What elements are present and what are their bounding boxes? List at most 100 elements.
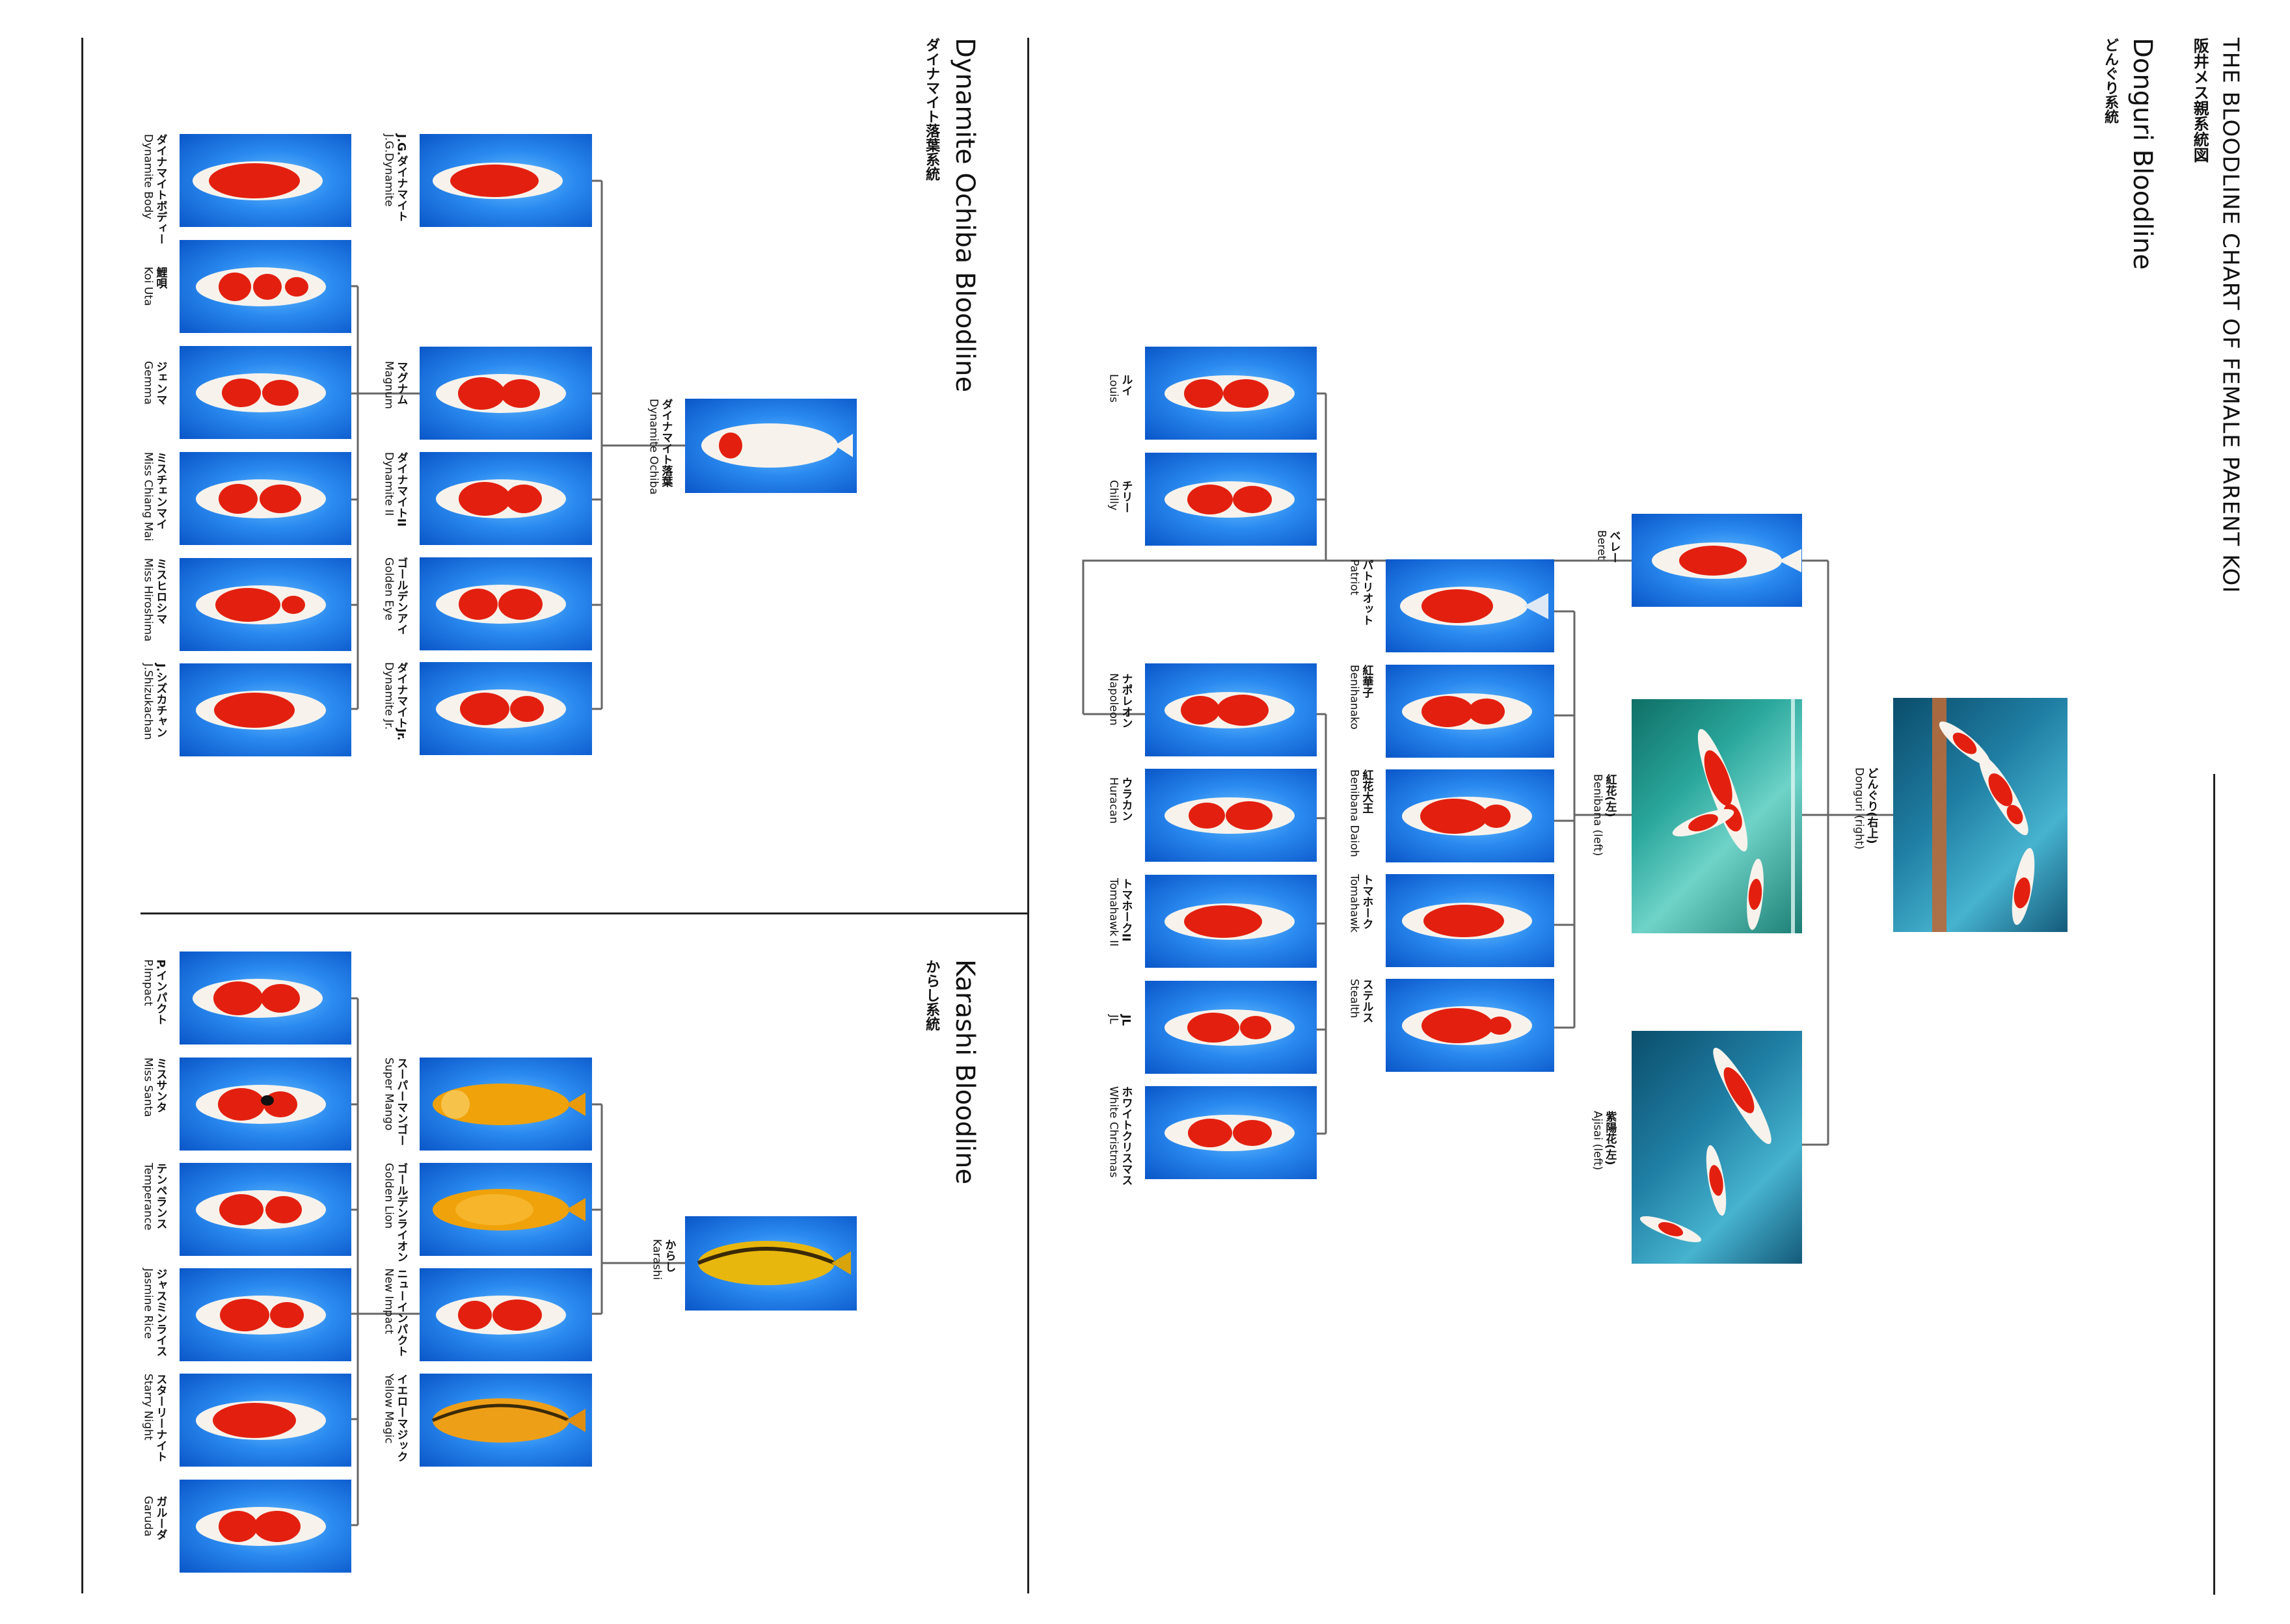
koi-node-garuda[interactable]: [180, 1480, 351, 1573]
chart-title: THE BLOODLINE CHART OF FEMALE PARENT KOI: [2217, 38, 2244, 594]
chart-subtitle-jp: 阪井メス親系統図: [2190, 38, 2209, 163]
kohaku-koi-icon: [196, 1507, 326, 1546]
kohaku-koi-icon: [1706, 1145, 1727, 1216]
koi-photo-dynamite2: [420, 452, 592, 545]
koi-node-jshizukachan[interactable]: [180, 663, 351, 756]
koi-photo-tomahawk2: [1145, 875, 1317, 968]
koi-node-pimpact[interactable]: [180, 952, 351, 1045]
koi-photo-supermango: [420, 1058, 592, 1151]
koi-node-patriot[interactable]: [1386, 559, 1554, 652]
koi-photo-tomahawk: [1386, 874, 1554, 967]
kohaku-koi-icon: [1402, 903, 1532, 939]
koi-node-misssanta[interactable]: [180, 1058, 351, 1151]
kohaku-koi-icon: [196, 267, 326, 306]
koi-node-dynamitejr[interactable]: [420, 662, 592, 755]
koi-photo-dynamitebody: [180, 134, 351, 227]
right-border-line: [2213, 774, 2215, 1595]
koi-node-newimpact[interactable]: [420, 1268, 592, 1361]
koi-node-goldeneye[interactable]: [420, 557, 592, 650]
kohaku-koi-icon: [1747, 859, 1764, 930]
koi-photo-jl: [1145, 981, 1317, 1074]
koi-node-dynamite2[interactable]: [420, 452, 592, 545]
koi-photo-temperance: [180, 1163, 351, 1256]
koi-node-stealth[interactable]: [1386, 979, 1554, 1072]
kohaku-koi-icon: [436, 689, 566, 728]
koi-node-benibanadaioh[interactable]: [1386, 769, 1554, 862]
kohaku-koi-icon: [1402, 693, 1532, 730]
koi-node-chilly[interactable]: [1145, 453, 1317, 546]
divider-vertical-center: [1027, 38, 1029, 1593]
koi-node-benihanako[interactable]: [1386, 665, 1554, 758]
kohaku-koi-icon: [436, 1296, 566, 1335]
koi-node-tomahawk2[interactable]: [1145, 875, 1317, 968]
koi-label-ajisai: 紫陽花(左)Ajisai (left): [1591, 1111, 1617, 1171]
koi-photo-chilly: [1145, 453, 1317, 546]
koi-node-temperance[interactable]: [180, 1163, 351, 1256]
kohaku-koi-icon: [1672, 808, 1734, 837]
koi-photo-magnum: [420, 347, 592, 440]
kohaku-koi-icon: [1402, 797, 1532, 836]
koi-node-jgdynamite[interactable]: [420, 134, 592, 227]
koi-node-benibana[interactable]: [1632, 699, 1802, 933]
kohaku-koi-icon: [1165, 903, 1295, 940]
koi-node-louis[interactable]: [1145, 347, 1317, 440]
koi-node-napoleon[interactable]: [1145, 663, 1317, 756]
divider-vertical-left: [81, 38, 83, 1593]
koi-node-yellowmagic[interactable]: [420, 1374, 592, 1467]
koi-node-huracan[interactable]: [1145, 769, 1317, 862]
koi-node-magnum[interactable]: [420, 347, 592, 440]
koi-node-donguri[interactable]: [1893, 698, 2068, 932]
koi-node-beret[interactable]: [1632, 514, 1802, 607]
kohaku-koi-icon: [196, 1296, 326, 1335]
koi-node-dynamiteochiba[interactable]: [685, 399, 857, 493]
kohaku-koi-icon: [1400, 587, 1548, 626]
kohaku-koi-icon: [701, 423, 853, 468]
koi-photo-stealth: [1386, 979, 1554, 1072]
section-title-dynamite-jp: ダイナマイト落葉系統: [923, 38, 940, 181]
koi-node-gemma[interactable]: [180, 346, 351, 439]
kohaku-koi-icon: [196, 373, 326, 412]
section-title-dynamite: Dynamite Ochiba Bloodline: [950, 38, 980, 393]
koi-node-jasminerice[interactable]: [180, 1268, 351, 1361]
koi-node-karashi[interactable]: [685, 1216, 857, 1311]
koi-node-jl[interactable]: [1145, 981, 1317, 1074]
koi-node-supermango[interactable]: [420, 1058, 592, 1151]
koi-label-dynamitejr: ダイナマイトJr.Dynamite Jr.: [382, 662, 408, 741]
kohaku-koi-icon: [1939, 721, 1991, 765]
koi-photo-newimpact: [420, 1268, 592, 1361]
koi-node-whitechristmas[interactable]: [1145, 1086, 1317, 1179]
section-title-donguri-jp: どんぐり系統: [2102, 38, 2119, 124]
koi-photo-pimpact: [180, 952, 351, 1045]
koi-node-tomahawk[interactable]: [1386, 874, 1554, 967]
yamabuki-koi-icon: [433, 1084, 586, 1125]
koi-node-starrynight[interactable]: [180, 1374, 351, 1467]
koi-photo-benihanako: [1386, 665, 1554, 758]
kohaku-koi-icon: [1979, 755, 2028, 836]
koi-node-misschiangmai[interactable]: [180, 452, 351, 545]
koi-photo-dynamiteochiba: [685, 399, 857, 493]
koi-node-goldenlion[interactable]: [420, 1163, 592, 1256]
kohaku-koi-icon: [1165, 1115, 1295, 1151]
koi-photo-huracan: [1145, 769, 1317, 862]
koi-node-dynamitebody[interactable]: [180, 134, 351, 227]
koi-node-misshiroshima[interactable]: [180, 558, 351, 651]
koi-node-ajisai[interactable]: [1632, 1031, 1802, 1264]
koi-photo-misssanta: [180, 1058, 351, 1151]
koi-photo-misschiangmai: [180, 452, 351, 545]
kohaku-koi-icon: [436, 479, 566, 518]
kohaku-koi-icon: [193, 161, 323, 200]
kohaku-koi-icon: [1165, 692, 1295, 728]
koi-node-koiuta[interactable]: [180, 240, 351, 333]
koi-photo-louis: [1145, 347, 1317, 440]
